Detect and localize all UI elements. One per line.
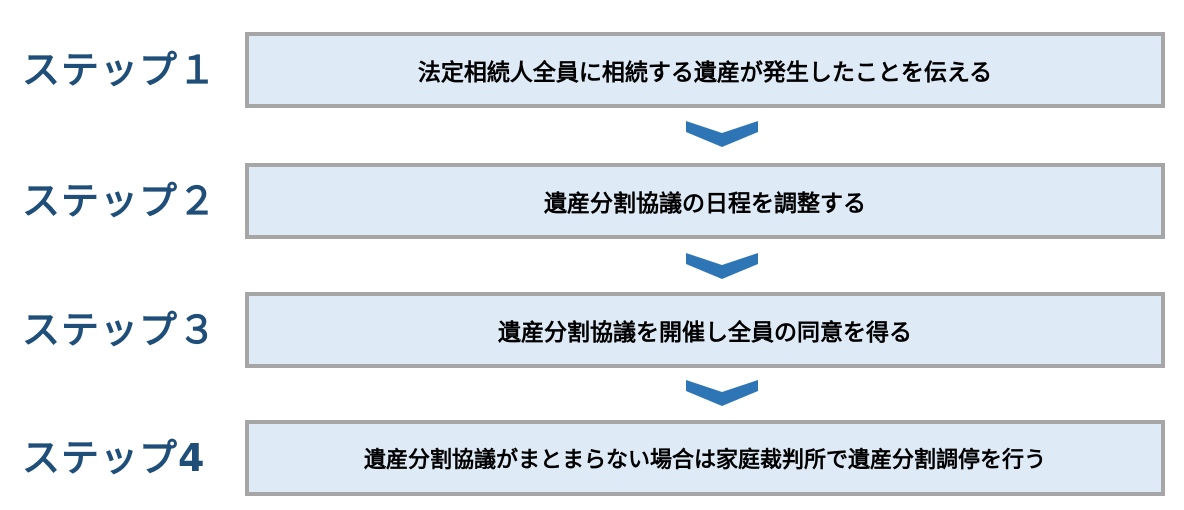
step-2-label: ステップ２ [22,179,218,223]
step-1-label: ステップ１ [22,48,218,92]
step-4-box: 遺産分割協議がまとまらない場合は家庭裁判所で遺産分割調停を行う [245,420,1165,496]
step-3-label: ステップ３ [22,308,218,352]
chevron-down-icon [686,380,758,406]
step-3-box: 遺産分割協議を開催し全員の同意を得る [245,292,1165,368]
chevron-down-icon [686,121,758,147]
step-1-box: 法定相続人全員に相続する遺産が発生したことを伝える [245,32,1165,108]
chevron-down-icon [686,253,758,279]
step-4-label: ステップ4 [22,436,206,480]
step-2-box: 遺産分割協議の日程を調整する [245,163,1165,239]
